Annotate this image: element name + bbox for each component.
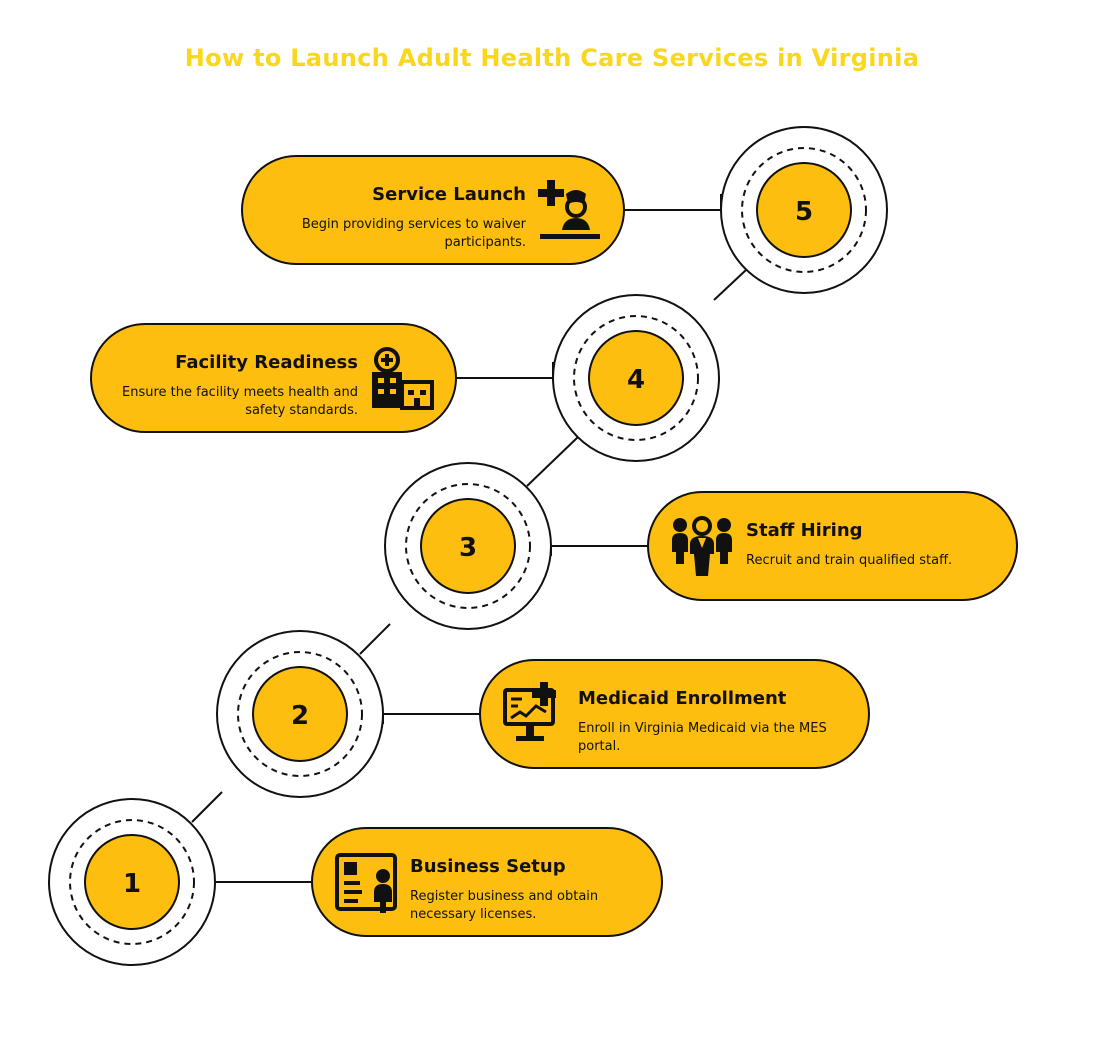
card-connector-5 [624, 194, 722, 211]
step-title-3: Staff Hiring [746, 520, 863, 541]
step-description-5: Begin providing services to waiver parti… [301, 217, 526, 250]
step-description-3: Recruit and train qualified staff. [746, 553, 953, 568]
card-bg-2 [479, 659, 870, 769]
card-bg-5 [241, 155, 625, 265]
step-card-medicaid-enrollment: Medicaid Enrollment Enroll in Virginia M… [480, 660, 869, 768]
step-description-2: Enroll in Virginia Medicaid via the MES … [578, 721, 827, 754]
step-circle-3: 3 [384, 462, 552, 630]
step-number-5: 5 [795, 197, 813, 227]
connector-1-2 [191, 791, 223, 823]
card-bg-4 [90, 323, 457, 433]
step-number-1: 1 [123, 869, 141, 899]
step-title-2: Medicaid Enrollment [578, 688, 787, 709]
connector-2-3 [359, 623, 391, 655]
step-title-5: Service Launch [372, 184, 526, 205]
step-number-4: 4 [627, 365, 645, 395]
step-description-1: Register business and obtain necessary l… [410, 889, 599, 922]
card-connector-4 [456, 362, 554, 379]
card-connector-3 [550, 545, 648, 556]
medical-monitor-icon [503, 682, 556, 741]
card-connector-2 [382, 713, 480, 724]
step-circle-1: 1 [48, 798, 216, 966]
card-bg-3 [647, 491, 1018, 601]
diagram-title: How to Launch Adult Health Care Services… [184, 44, 920, 72]
business-card-icon [335, 853, 397, 913]
step-card-staff-hiring: Staff Hiring Recruit and train qualified… [648, 492, 1017, 600]
staff-team-icon [672, 516, 732, 576]
connector-3-4 [526, 436, 579, 487]
step-card-facility-readiness: Facility Readiness Ensure the facility m… [91, 324, 456, 432]
card-bg-1 [311, 827, 663, 937]
step-circle-5: 5 [720, 126, 888, 294]
step-number-2: 2 [291, 701, 309, 731]
connector-4-5 [713, 269, 747, 301]
step-description-4: Ensure the facility meets health and saf… [122, 385, 358, 418]
step-card-service-launch: Service Launch Begin providing services … [242, 156, 624, 264]
doctor-service-icon [538, 180, 600, 239]
step-circle-4: 4 [552, 294, 720, 462]
step-title-1: Business Setup [410, 856, 566, 877]
step-circle-2: 2 [216, 630, 384, 798]
step-card-business-setup: Business Setup Register business and obt… [312, 828, 662, 936]
step-number-3: 3 [459, 533, 477, 563]
step-title-4: Facility Readiness [175, 352, 358, 373]
hospital-building-icon [372, 347, 434, 410]
